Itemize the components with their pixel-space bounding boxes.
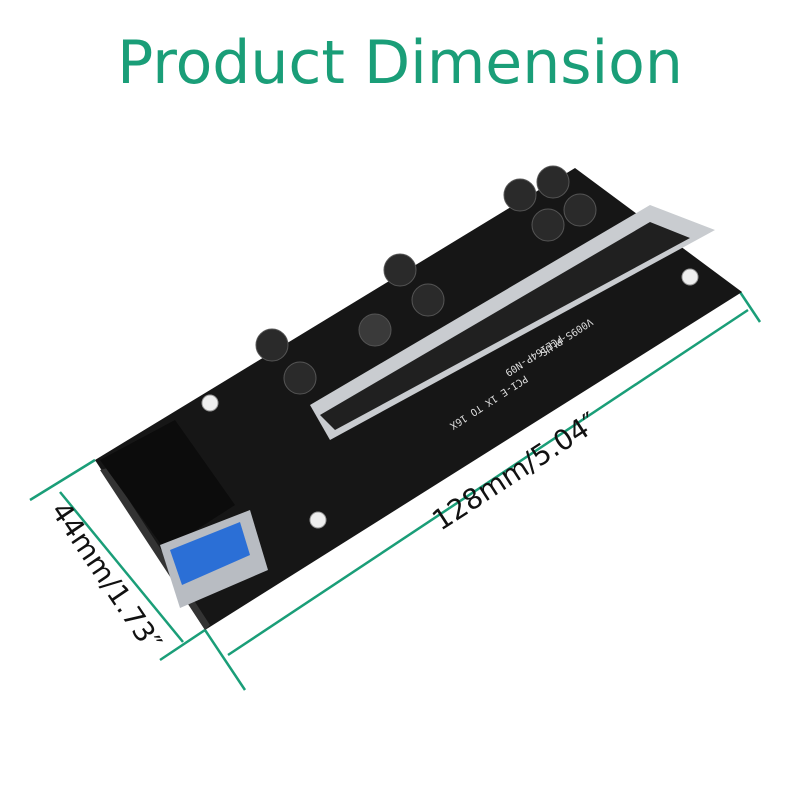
extension-line xyxy=(738,291,762,323)
pcie-x16-slot xyxy=(320,222,690,430)
usb-port-blue xyxy=(170,522,250,585)
extension-line xyxy=(203,629,247,691)
6pin-power-connector xyxy=(100,420,235,550)
page-title: Product Dimension xyxy=(117,28,683,98)
mounting-holes xyxy=(201,268,699,529)
capacitors xyxy=(255,165,597,395)
dimension-lines xyxy=(29,291,762,691)
width-dimension-line xyxy=(59,491,184,643)
length-dimension-line xyxy=(227,308,749,657)
extension-line xyxy=(159,628,206,662)
extension-line xyxy=(29,458,96,502)
